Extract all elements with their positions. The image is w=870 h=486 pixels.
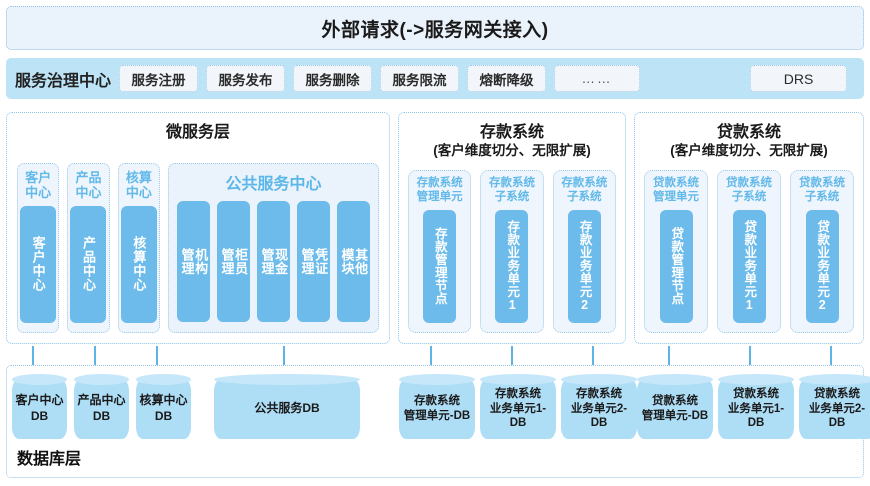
product-center-box-label: 产品中心 (80, 236, 96, 293)
gov-chip-circuit-breaker[interactable]: 熔断降级 (467, 65, 547, 92)
deposit-subsystem-2-label: 存款系统 子系统 (561, 177, 608, 203)
loan-units-row: 贷款系统 管理单元 贷款管理节点 贷款系统 子系统 贷款业务单元1 贷款系统 子… (644, 170, 854, 333)
external-request-bar: 外部请求(->服务网关接入) (6, 6, 864, 50)
module-other-modules-label: 其他 模块 (339, 248, 369, 275)
module-org-management[interactable]: 机构 管理 (176, 201, 210, 322)
gov-chip-service-register[interactable]: 服务注册 (119, 65, 199, 92)
gov-chip-more[interactable]: …… (554, 65, 641, 92)
deposit-units-row: 存款系统 管理单元 存款管理节点 存款系统 子系统 存款业务单元1 存款系统 子… (408, 170, 616, 333)
module-cash-management-label: 现金 管理 (259, 248, 289, 275)
microservice-layer-panel: 微服务层 客户 中心 客户中心 产品 中心 产品中心 核算 中心 核算中心 (6, 112, 390, 344)
deposit-business-unit-1-box[interactable]: 存款业务单元1 (495, 209, 529, 323)
deposit-subsystem-2-card[interactable]: 存款系统 子系统 存款业务单元2 (552, 170, 616, 333)
module-other-modules[interactable]: 其他 模块 (336, 201, 370, 322)
deposit-management-node-box[interactable]: 存款管理节点 (423, 209, 457, 323)
loan-business-unit-1-box[interactable]: 贷款业务单元1 (732, 209, 766, 323)
db-deposit-management-unit-label: 存款系统 管理单元-DB (403, 395, 471, 422)
product-center-card[interactable]: 产品 中心 产品中心 (67, 163, 110, 333)
db-loan-business-unit-1[interactable]: 贷款系统 业务单元1-DB (718, 374, 794, 439)
service-governance-bar: 服务治理中心 服务注册 服务发布 服务删除 服务限流 熔断降级 …… DRS (6, 58, 864, 99)
public-service-modules-row: 机构 管理 柜员 管理 现金 管理 凭证 管理 其他 模块 (176, 201, 370, 322)
loan-management-unit-card[interactable]: 贷款系统 管理单元 贷款管理节点 (644, 170, 708, 333)
db-deposit-management-unit[interactable]: 存款系统 管理单元-DB (399, 374, 475, 439)
deposit-business-unit-2-label: 存款业务单元2 (577, 220, 592, 313)
loan-system-subtitle: (客户维度切分、无限扩展) (670, 143, 828, 158)
db-product-center-label: 产品中心 DB (77, 393, 126, 423)
loan-management-node-box[interactable]: 贷款管理节点 (659, 209, 693, 323)
module-teller-management-label: 柜员 管理 (219, 248, 249, 275)
public-service-center-title: 公共服务中心 (225, 176, 322, 193)
database-layer-label: 数据库层 (17, 451, 82, 468)
deposit-system-panel: 存款系统 (客户维度切分、无限扩展) 存款系统 管理单元 存款管理节点 存款系统… (398, 112, 626, 344)
db-customer-center-label: 客户中心 DB (15, 393, 64, 423)
db-public-service-label: 公共服务DB (254, 401, 320, 416)
microservice-centers-row: 客户 中心 客户中心 产品 中心 产品中心 核算 中心 核算中心 公共服务中心 (17, 163, 379, 333)
loan-subsystem-2-label: 贷款系统 子系统 (799, 177, 845, 203)
loan-subsystem-1-label: 贷款系统 子系统 (726, 177, 772, 203)
deposit-system-subtitle: (客户维度切分、无限扩展) (433, 143, 591, 158)
gov-chip-service-publish[interactable]: 服务发布 (206, 65, 286, 92)
accounting-center-box-label: 核算中心 (131, 236, 147, 293)
loan-management-node-label: 贷款管理节点 (669, 227, 684, 306)
customer-center-box-label: 客户中心 (30, 236, 46, 293)
deposit-management-unit-card[interactable]: 存款系统 管理单元 存款管理节点 (408, 170, 472, 333)
db-loan-business-unit-2-label: 贷款系统 业务单元2-DB (808, 387, 866, 430)
module-voucher-management-label: 凭证 管理 (299, 248, 329, 275)
deposit-management-unit-label: 存款系统 管理单元 (416, 177, 463, 203)
customer-center-label: 客户 中心 (25, 170, 52, 200)
database-layer-panel: 客户中心 DB 产品中心 DB 核算中心 DB 公共服务DB 存款系统 管理单元… (6, 365, 870, 478)
service-governance-title: 服务治理中心 (15, 72, 112, 90)
db-deposit-business-unit-1-label: 存款系统 业务单元1-DB (489, 387, 547, 430)
db-public-service[interactable]: 公共服务DB (214, 374, 360, 439)
loan-management-unit-label: 贷款系统 管理单元 (653, 177, 699, 203)
accounting-center-label: 核算 中心 (125, 170, 152, 200)
accounting-center-box[interactable]: 核算中心 (120, 205, 157, 323)
deposit-business-unit-2-box[interactable]: 存款业务单元2 (567, 209, 601, 323)
customer-center-box[interactable]: 客户中心 (20, 205, 57, 323)
db-customer-center[interactable]: 客户中心 DB (12, 374, 67, 439)
customer-center-card[interactable]: 客户 中心 客户中心 (17, 163, 60, 333)
db-product-center[interactable]: 产品中心 DB (74, 374, 129, 439)
deposit-business-unit-1-label: 存款业务单元1 (505, 220, 520, 313)
accounting-center-card[interactable]: 核算 中心 核算中心 (117, 163, 160, 333)
deposit-system-title: 存款系统 (479, 124, 544, 141)
db-loan-business-unit-2[interactable]: 贷款系统 业务单元2-DB (799, 374, 870, 439)
db-loan-management-unit[interactable]: 贷款系统 管理单元-DB (637, 374, 713, 439)
deposit-subsystem-1-card[interactable]: 存款系统 子系统 存款业务单元1 (480, 170, 544, 333)
gov-chip-service-delete[interactable]: 服务删除 (293, 65, 373, 92)
db-loan-business-unit-1-label: 贷款系统 业务单元1-DB (727, 387, 785, 430)
product-center-box[interactable]: 产品中心 (70, 205, 107, 323)
module-cash-management[interactable]: 现金 管理 (256, 201, 290, 322)
module-voucher-management[interactable]: 凭证 管理 (296, 201, 330, 322)
gov-chip-drs[interactable]: DRS (750, 65, 847, 92)
db-deposit-business-unit-2-label: 存款系统 业务单元2-DB (570, 387, 628, 430)
db-accounting-center[interactable]: 核算中心 DB (136, 374, 191, 439)
db-deposit-business-unit-2[interactable]: 存款系统 业务单元2-DB (561, 374, 637, 439)
loan-subsystem-2-card[interactable]: 贷款系统 子系统 贷款业务单元2 (790, 170, 854, 333)
gov-chip-service-throttle[interactable]: 服务限流 (380, 65, 460, 92)
loan-subsystem-1-card[interactable]: 贷款系统 子系统 贷款业务单元1 (717, 170, 781, 333)
loan-system-panel: 贷款系统 (客户维度切分、无限扩展) 贷款系统 管理单元 贷款管理节点 贷款系统… (634, 112, 864, 344)
product-center-label: 产品 中心 (75, 170, 102, 200)
loan-business-unit-2-box[interactable]: 贷款业务单元2 (805, 209, 839, 323)
loan-system-title: 贷款系统 (716, 124, 781, 141)
loan-business-unit-1-label: 贷款业务单元1 (742, 220, 757, 313)
db-deposit-business-unit-1[interactable]: 存款系统 业务单元1-DB (480, 374, 556, 439)
module-teller-management[interactable]: 柜员 管理 (216, 201, 250, 322)
deposit-subsystem-1-label: 存款系统 子系统 (488, 177, 535, 203)
public-service-center-card[interactable]: 公共服务中心 机构 管理 柜员 管理 现金 管理 凭证 管理 其 (167, 163, 379, 333)
db-accounting-center-label: 核算中心 DB (139, 393, 188, 423)
deposit-management-node-label: 存款管理节点 (432, 227, 447, 306)
module-org-management-label: 机构 管理 (179, 248, 209, 275)
microservice-layer-title: 微服务层 (165, 124, 230, 141)
loan-business-unit-2-label: 贷款业务单元2 (815, 220, 830, 313)
external-request-title: 外部请求(->服务网关接入) (321, 19, 549, 41)
db-loan-management-unit-label: 贷款系统 管理单元-DB (641, 395, 709, 422)
